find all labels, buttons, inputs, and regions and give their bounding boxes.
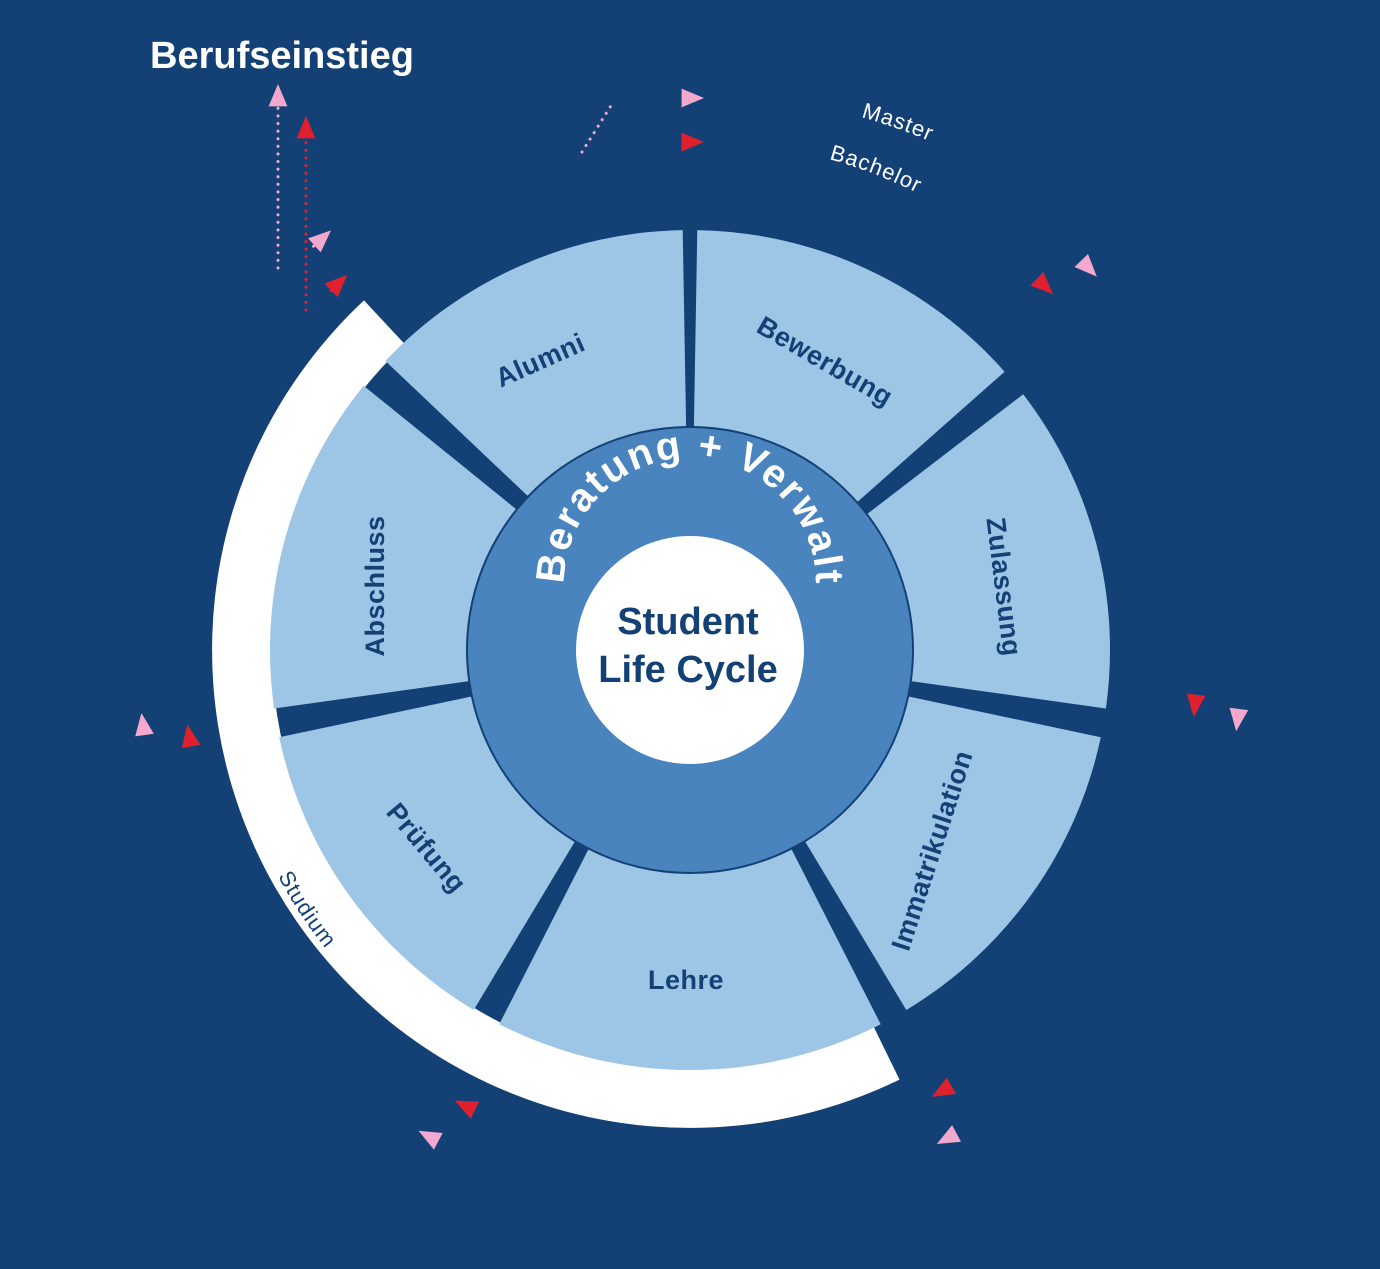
master-arrow-icon: [308, 230, 331, 253]
segment-bewerbung[interactable]: [693, 230, 1005, 502]
master-arrow-icon: [936, 1125, 961, 1144]
bachelor-arrow-icon: [454, 1100, 479, 1119]
master-arrow-icon: [1229, 707, 1249, 732]
segment-label-abschluss: Abschluss: [360, 515, 390, 656]
bachelor-arrow-icon: [931, 1077, 956, 1097]
master-label: Master: [860, 98, 938, 146]
master-arrow-icon: [681, 88, 704, 108]
segment-immatrikulation[interactable]: [805, 696, 1101, 1010]
master-arrow-icon: [1074, 254, 1097, 277]
master-arrow-icon: [135, 713, 154, 737]
bachelor-exit-arrow-icon: [296, 116, 316, 139]
segment-alumni[interactable]: [385, 230, 687, 496]
master-arrow-icon: [418, 1130, 443, 1150]
segment-zulassung[interactable]: [867, 394, 1110, 709]
bachelor-arrow-icon: [681, 132, 704, 152]
segment-pruefung[interactable]: [279, 696, 575, 1010]
master-exit-arrow-icon: [268, 84, 288, 107]
center-title-line2: Life Cycle: [598, 649, 778, 691]
bachelor-arrow-icon: [1030, 272, 1053, 295]
segment-label-lehre: Lehre: [648, 965, 724, 995]
bachelor-arrow-icon: [324, 274, 348, 298]
cycle-paths: [135, 84, 1249, 1150]
segment-ring: BewerbungZulassungImmatrikulationLehrePr…: [270, 230, 1110, 1070]
master-bridge-line: [580, 102, 614, 154]
segment-lehre[interactable]: [499, 849, 881, 1070]
bachelor-label: Bachelor: [828, 140, 927, 198]
segment-abschluss[interactable]: [270, 385, 516, 709]
center-title-line1: Student: [617, 601, 759, 643]
bachelor-arrow-icon: [181, 724, 201, 749]
bachelor-arrow-icon: [1186, 693, 1206, 717]
berufseinstieg-heading: Berufseinstieg: [150, 35, 414, 77]
center-circle: [576, 536, 804, 764]
